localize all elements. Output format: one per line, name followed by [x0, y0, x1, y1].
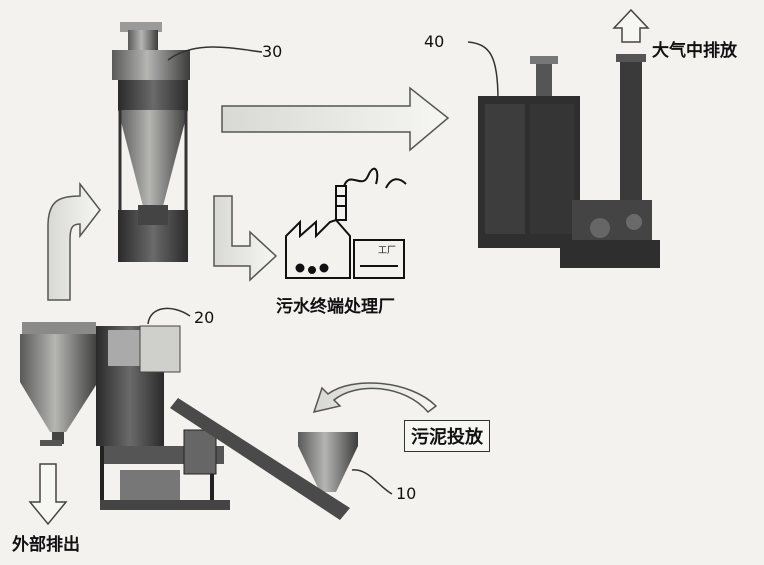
label-sludge-input: 污泥投放 — [404, 420, 490, 452]
leader-40 — [467, 41, 499, 101]
arrow-to-dryer — [47, 181, 101, 301]
deodorization-unit — [478, 54, 660, 268]
leader-30 — [167, 46, 263, 61]
factory-sign: 工厂 — [378, 246, 397, 256]
arrow-to-wastewater — [213, 195, 278, 282]
label-40: 40 — [424, 32, 445, 51]
label-30: 30 — [262, 42, 283, 61]
label-atmosphere: 大气中排放 — [652, 41, 737, 61]
label-10: 10 — [396, 484, 417, 503]
factory-icon — [285, 167, 407, 279]
arrow-to-atmosphere — [612, 8, 650, 43]
cyclone-dryer — [112, 22, 190, 262]
label-20: 20 — [194, 308, 215, 327]
arrow-external-discharge — [28, 463, 68, 526]
mixing-system — [20, 322, 350, 520]
arrow-sludge-input — [312, 382, 438, 414]
arrow-to-deodorizer — [221, 86, 450, 152]
label-external-discharge: 外部排出 — [12, 535, 80, 555]
sludge-hopper — [298, 432, 358, 492]
leader-10 — [351, 469, 393, 495]
leader-20 — [147, 307, 191, 325]
label-wastewater-plant: 污水终端处理厂 — [276, 297, 395, 317]
